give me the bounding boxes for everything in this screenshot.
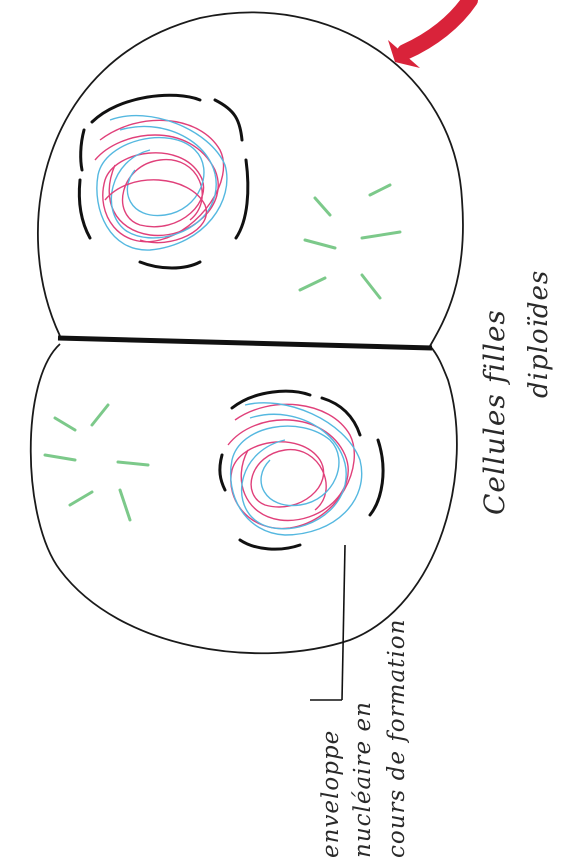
red-arrow [388, 0, 470, 68]
envelope-pointer [310, 545, 345, 700]
daughter-cells-label-line1: Cellules filles [478, 309, 511, 515]
lower-chromatin [228, 403, 362, 535]
cleavage-line [58, 338, 432, 348]
envelope-label-line2: nucléaire en [350, 701, 376, 858]
upper-spindle-fibers [300, 185, 400, 298]
envelope-label-line1: enveloppe [318, 730, 344, 858]
lower-spindle-fibers [45, 405, 148, 520]
lower-daughter-cell-membrane [31, 344, 457, 653]
daughter-cells-label-line2: diploïdes [524, 270, 554, 398]
envelope-label-line3: cours de formation [384, 619, 410, 858]
upper-chromatin [95, 116, 227, 251]
